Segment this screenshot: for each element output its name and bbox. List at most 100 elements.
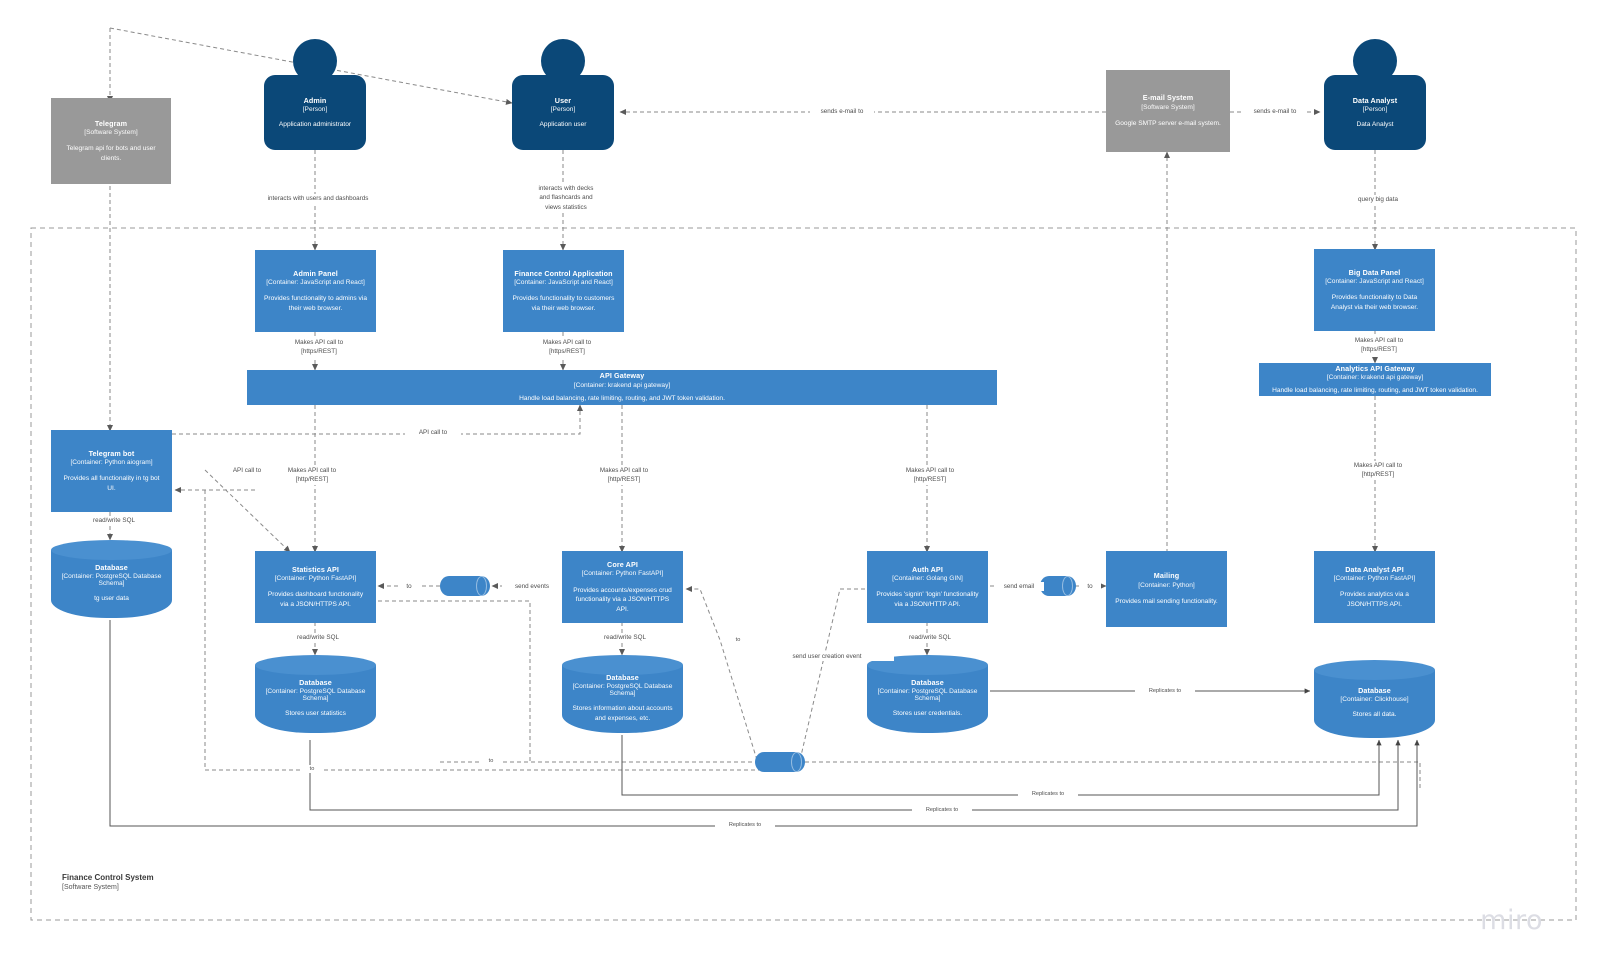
- node-email-system[interactable]: E-mail System [Software System] Google S…: [1106, 70, 1230, 152]
- edge-label-replicates-2: Replicates to: [1018, 790, 1078, 799]
- edge-label-queue-to-statistics: to: [398, 582, 420, 592]
- node-tech: [Container: Clickhouse]: [1340, 696, 1409, 704]
- person-body: Admin [Person] Application administrator: [264, 75, 366, 150]
- edge-label-bot-api-call-2: API call to: [219, 466, 275, 476]
- queue-email[interactable]: [1040, 576, 1076, 596]
- node-api-gateway[interactable]: API Gateway [Container: krakend api gate…: [247, 370, 997, 405]
- db-top-ellipse: [1314, 660, 1435, 680]
- boundary-label: Finance Control System [Software System]: [62, 873, 154, 891]
- node-analytics-api-gateway[interactable]: Analytics API Gateway [Container: kraken…: [1259, 363, 1491, 396]
- node-desc: Google SMTP server e-mail system.: [1115, 120, 1221, 128]
- person-body: Data Analyst [Person] Data Analyst: [1324, 75, 1426, 150]
- node-tech: [Person]: [550, 105, 576, 113]
- node-database-telegram[interactable]: Database [Container: PostgreSQL Database…: [51, 540, 172, 620]
- queue-user-events[interactable]: [755, 752, 805, 772]
- edge-label-analyst-query: query big data: [1340, 195, 1416, 205]
- edge-label-gateway-to-auth: Makes API call to [http/REST]: [886, 466, 974, 485]
- node-desc: Provides 'signin' 'login' functionality …: [876, 591, 979, 608]
- db-top-ellipse: [867, 655, 988, 675]
- db-body: [51, 550, 172, 618]
- node-desc: Application administrator: [278, 120, 352, 128]
- node-desc: Data Analyst: [1356, 120, 1394, 128]
- node-statistics-api[interactable]: Statistics API [Container: Python FastAP…: [255, 551, 376, 623]
- node-database-statistics[interactable]: Database [Container: PostgreSQL Database…: [255, 655, 376, 735]
- node-desc: Provides all functionality in tg bot UI.: [63, 475, 160, 492]
- edge-label-bot-readwrite: read/write SQL: [80, 516, 148, 526]
- node-user[interactable]: User [Person] Application user: [512, 39, 614, 150]
- node-tech: [Container: krakend api gateway]: [573, 381, 671, 389]
- node-mailing[interactable]: Mailing [Container: Python] Provides mai…: [1106, 551, 1227, 627]
- node-desc: Provides functionality to customers via …: [512, 295, 615, 312]
- node-tech: [Container: JavaScript and React]: [514, 278, 613, 286]
- db-label: Database [Container: PostgreSQL Database…: [255, 655, 376, 735]
- node-desc: Provides dashboard functionality via a J…: [267, 591, 364, 608]
- edge-label-queue-to-mailing: to: [1079, 582, 1101, 592]
- node-title: Finance Control Application: [514, 268, 613, 278]
- boundary-title: Finance Control System: [62, 873, 154, 882]
- node-desc: Telegram api for bots and user clients.: [66, 145, 156, 162]
- node-database-clickhouse[interactable]: Database [Container: Clickhouse] Stores …: [1314, 660, 1435, 740]
- node-tech: [Person]: [1362, 105, 1388, 113]
- node-desc: Handle load balancing, rate limiting, ro…: [519, 395, 725, 403]
- node-database-core[interactable]: Database [Container: PostgreSQL Database…: [562, 655, 683, 735]
- node-title: Core API: [607, 559, 638, 569]
- node-desc: Provides analytics via a JSON/HTTPS API.: [1340, 591, 1409, 608]
- db-top-ellipse: [51, 540, 172, 560]
- db-label: Database [Container: PostgreSQL Database…: [51, 540, 172, 620]
- node-title: User: [554, 95, 572, 105]
- node-admin[interactable]: Admin [Person] Application administrator: [264, 39, 366, 150]
- edge-label-bottom-to-2: to: [481, 757, 501, 766]
- edge-label-replicates-1: Replicates to: [1135, 687, 1195, 696]
- node-title: Admin Panel: [293, 268, 338, 278]
- edge-label-bottom-to-3: to: [728, 636, 748, 645]
- node-desc: tg user data: [94, 594, 129, 602]
- node-finance-control-application[interactable]: Finance Control Application [Container: …: [503, 250, 624, 332]
- miro-watermark: miro: [1480, 905, 1543, 936]
- edge-label-replicates-4: Replicates to: [715, 821, 775, 830]
- edge-label-admin-interacts: interacts with users and dashboards: [240, 194, 396, 204]
- node-title: Database: [606, 672, 639, 682]
- db-label: Database [Container: PostgreSQL Database…: [562, 655, 683, 735]
- node-tech: [Container: Python FastAPI]: [274, 574, 357, 582]
- node-desc: Provides mail sending functionality.: [1115, 598, 1218, 606]
- node-tech: [Container: PostgreSQL Database Schema]: [877, 687, 978, 702]
- node-core-api[interactable]: Core API [Container: Python FastAPI] Pro…: [562, 551, 683, 623]
- node-data-analyst[interactable]: Data Analyst [Person] Data Analyst: [1324, 39, 1426, 150]
- edge-label-user-interacts: interacts with decks and flashcards and …: [519, 184, 613, 213]
- node-tech: [Software System]: [84, 128, 138, 136]
- edge-label-replicates-3: Replicates to: [912, 806, 972, 815]
- node-admin-panel[interactable]: Admin Panel [Container: JavaScript and R…: [255, 250, 376, 332]
- db-top-ellipse: [562, 655, 683, 675]
- node-title: Database: [1358, 686, 1391, 696]
- queue-events[interactable]: [440, 576, 490, 596]
- node-big-data-panel[interactable]: Big Data Panel [Container: JavaScript an…: [1314, 249, 1435, 331]
- node-title: Data Analyst API: [1345, 564, 1404, 574]
- node-database-auth[interactable]: Database [Container: PostgreSQL Database…: [867, 655, 988, 735]
- node-telegram[interactable]: Telegram [Software System] Telegram api …: [51, 98, 171, 184]
- node-title: E-mail System: [1142, 93, 1194, 103]
- edge-label-gateway-to-statistics: Makes API call to [http/REST]: [268, 466, 356, 485]
- node-auth-api[interactable]: Auth API [Container: Golang GIN] Provide…: [867, 551, 988, 623]
- node-data-analyst-api[interactable]: Data Analyst API [Container: Python Fast…: [1314, 551, 1435, 623]
- node-title: API Gateway: [599, 371, 645, 381]
- edge-label-send-user-creation-event: send user creation event: [760, 652, 894, 662]
- edge-label-auth-send-email: send email: [994, 582, 1044, 592]
- node-title: Data Analyst: [1352, 95, 1398, 105]
- node-title: Admin: [303, 95, 327, 105]
- edge-label-analytics-gateway-to-analyst-api: Makes API call to [http/REST]: [1334, 461, 1422, 480]
- node-title: Telegram bot: [88, 448, 135, 458]
- node-desc: Stores user statistics: [285, 709, 346, 717]
- node-title: Telegram: [94, 118, 128, 128]
- node-desc: Provides functionality to Data Analyst v…: [1330, 294, 1419, 311]
- edge-label-finance-app-api: Makes API call to [https/REST]: [523, 338, 611, 357]
- node-title: Statistics API: [291, 564, 340, 574]
- person-body: User [Person] Application user: [512, 75, 614, 150]
- node-tech: [Container: PostgreSQL Database Schema]: [572, 682, 673, 697]
- node-tech: [Container: Python]: [1138, 581, 1195, 589]
- boundary-subtitle: [Software System]: [62, 884, 119, 891]
- node-telegram-bot[interactable]: Telegram bot [Container: Python aiogram]…: [51, 430, 172, 512]
- edge-label-big-data-panel-api: Makes API call to [https/REST]: [1335, 336, 1423, 355]
- node-desc: Application user: [539, 120, 587, 128]
- db-label: Database [Container: PostgreSQL Database…: [867, 655, 988, 735]
- db-body: [1314, 670, 1435, 738]
